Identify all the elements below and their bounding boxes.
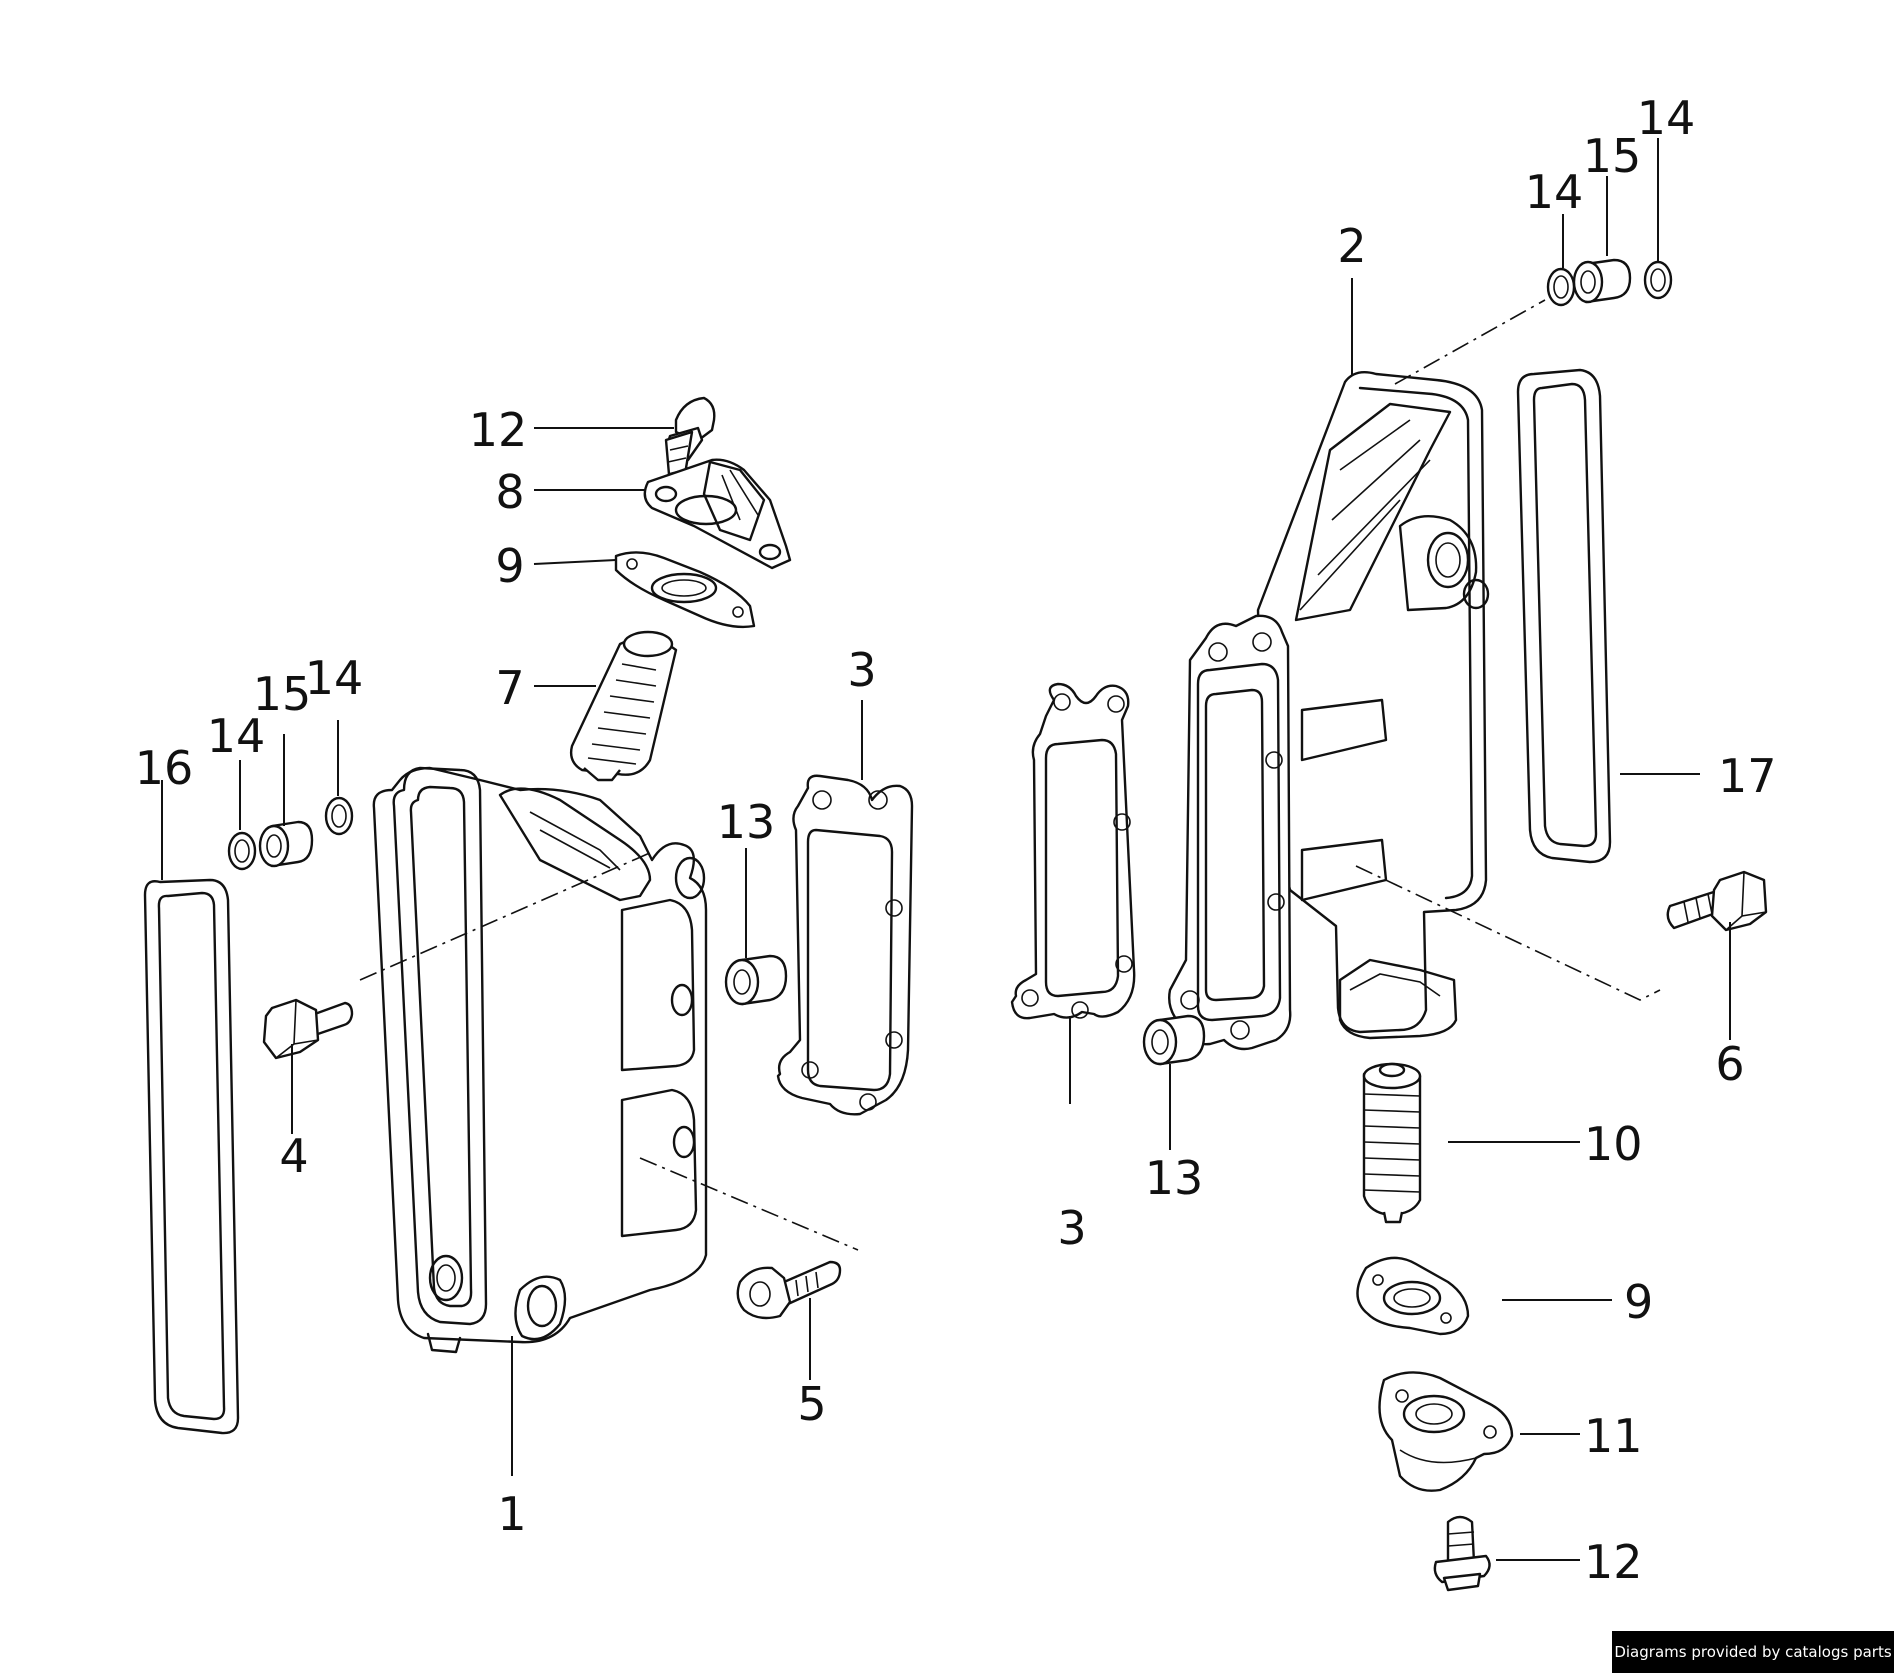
callout-13-right: 13: [1145, 1151, 1204, 1205]
callout-11: 11: [1584, 1409, 1643, 1463]
part-12-bolt-top: [664, 396, 716, 488]
callout-9-bottom: 9: [1624, 1275, 1653, 1329]
callout-14-left-b: 14: [305, 651, 364, 705]
part-10-thermostat: [1362, 1062, 1422, 1224]
part-9-gasket-top: [614, 551, 756, 629]
part-1-housing: [372, 766, 708, 1354]
part-14-washer-right-b: [1643, 260, 1673, 300]
callout-2: 2: [1337, 219, 1366, 273]
part-13-bushing-left: [724, 954, 788, 1006]
callout-16: 16: [135, 741, 194, 795]
part-3-gasket-left: [776, 774, 914, 1116]
callout-5: 5: [797, 1377, 826, 1431]
part-14-washer-right-a: [1546, 267, 1576, 307]
part-2-housing: [1256, 371, 1490, 1040]
part-11-cover-bottom: [1378, 1371, 1514, 1492]
part-16-seal: [143, 878, 240, 1435]
callout-3-right: 3: [1057, 1201, 1086, 1255]
callout-7: 7: [495, 661, 524, 715]
callout-9-top: 9: [495, 539, 524, 593]
part-15-spacer-left: [258, 820, 314, 868]
callout-1: 1: [497, 1487, 526, 1541]
part-6-bolt: [1666, 870, 1768, 932]
part-5-bolt: [736, 1260, 842, 1320]
callout-14-left-a: 14: [207, 709, 266, 763]
callout-8: 8: [495, 465, 524, 519]
credit-badge: Diagrams provided by catalogs parts: [1612, 1631, 1894, 1673]
callout-6: 6: [1715, 1037, 1744, 1091]
callout-4: 4: [279, 1129, 308, 1183]
part-14-washer-left-b: [324, 796, 354, 836]
part-13-bushing-right: [1142, 1014, 1206, 1066]
part-15-spacer-right: [1572, 258, 1632, 304]
callout-12-bottom: 12: [1584, 1535, 1643, 1589]
callout-15-left: 15: [253, 667, 312, 721]
part-14-washer-left-a: [227, 831, 257, 871]
callout-17: 17: [1718, 749, 1777, 803]
part-3-gasket-right: [1010, 682, 1136, 1020]
part-12-bolt-bottom: [1433, 1515, 1491, 1592]
part-8-cover-top: [643, 458, 792, 570]
callout-12-top: 12: [469, 403, 528, 457]
part-17-seal: [1516, 368, 1612, 864]
part-4-bolt: [262, 998, 354, 1060]
callout-14-right-b: 14: [1637, 91, 1696, 145]
leader-lines: [161, 138, 1731, 1561]
callout-13-left: 13: [717, 795, 776, 849]
callout-3-left: 3: [847, 643, 876, 697]
part-2-flange: [1168, 614, 1292, 1051]
callout-10: 10: [1584, 1117, 1643, 1171]
part-7-thermostat: [569, 630, 678, 782]
part-9-gasket-bottom: [1356, 1256, 1470, 1336]
callout-14-right-a: 14: [1525, 165, 1584, 219]
callout-15-right: 15: [1583, 129, 1642, 183]
